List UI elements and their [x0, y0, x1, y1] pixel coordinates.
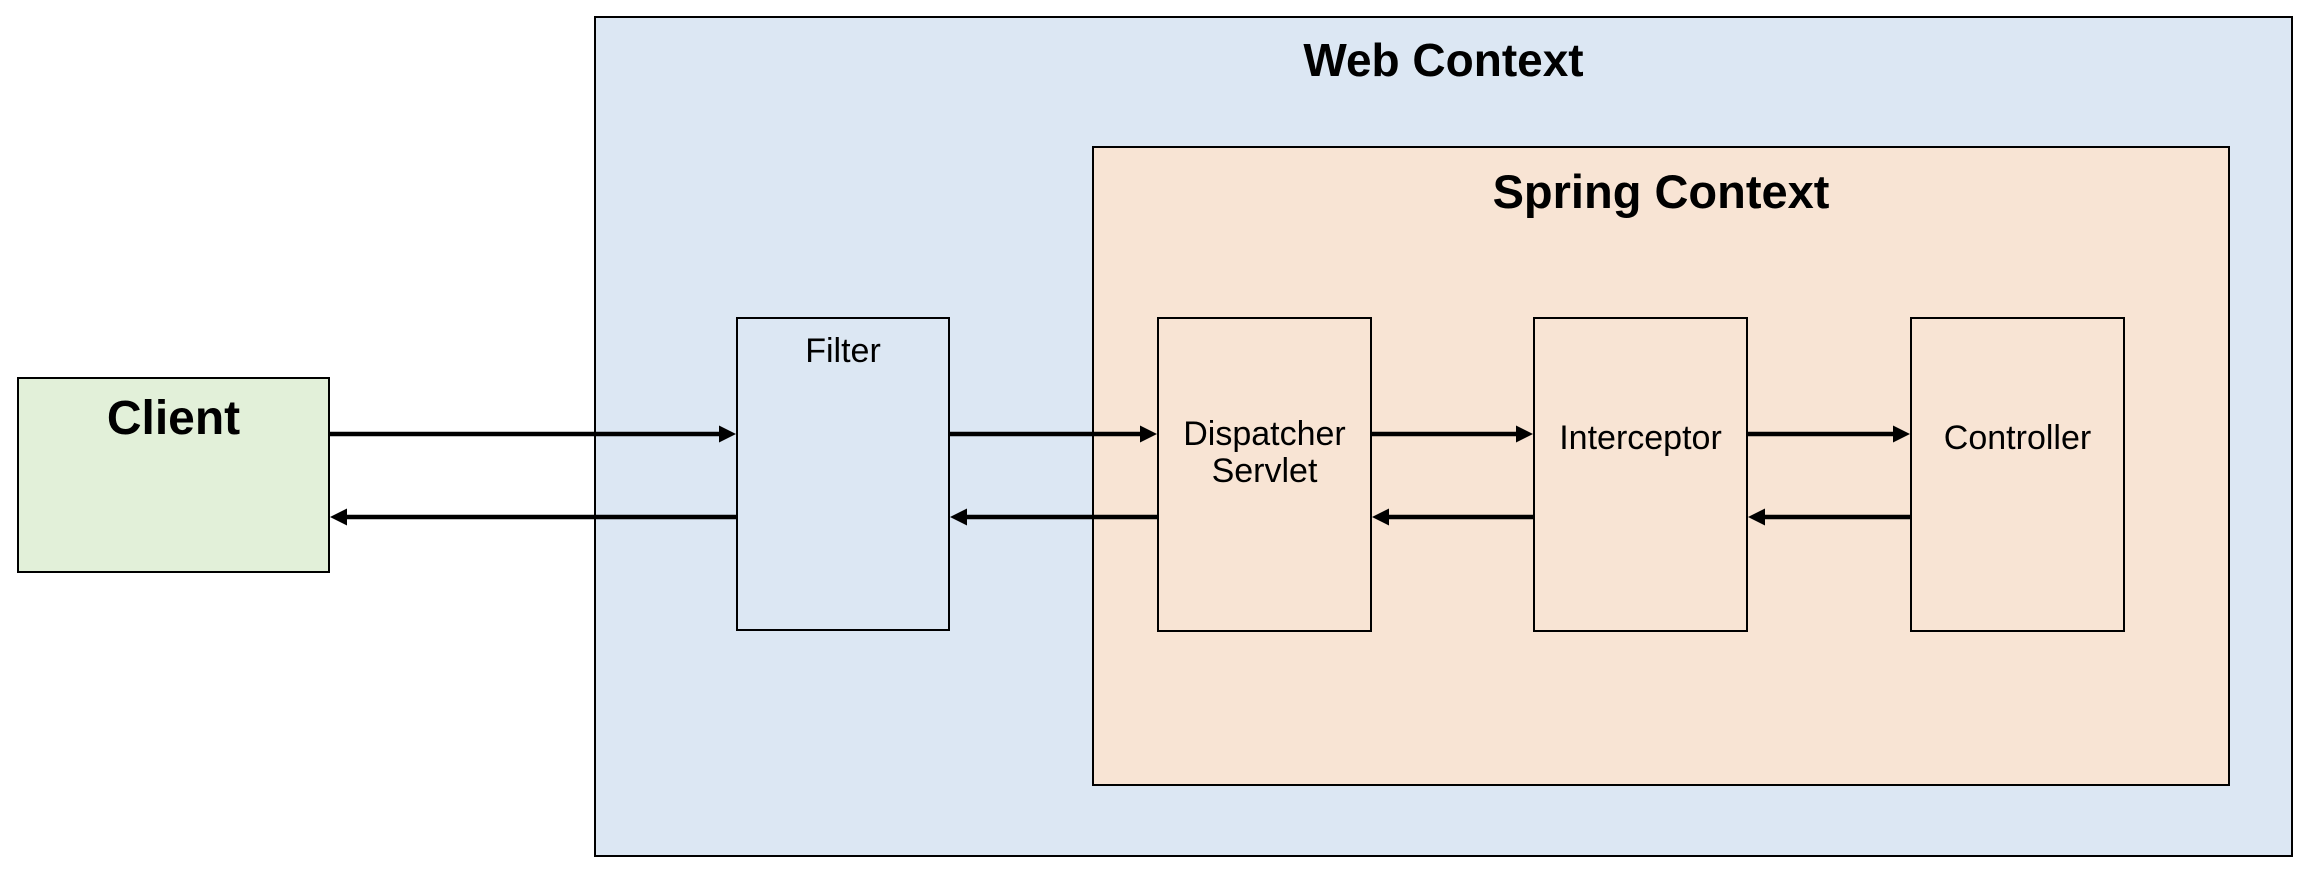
controller-node: Controller	[1910, 317, 2125, 632]
client-label: Client	[106, 392, 241, 445]
filter-node: Filter	[736, 317, 950, 631]
controller-label: Controller	[1943, 419, 2092, 457]
web-context-title: Web Context	[1303, 34, 1584, 86]
interceptor-label: Interceptor	[1559, 419, 1722, 457]
interceptor-node: Interceptor	[1533, 317, 1748, 632]
filter-label: Filter	[805, 332, 881, 370]
client-node: Client	[17, 377, 330, 573]
spring-context-title: Spring Context	[1492, 165, 1830, 218]
dispatcher-servlet-node: Dispatcher Servlet	[1157, 317, 1372, 632]
dispatcher-servlet-label: Dispatcher Servlet	[1183, 415, 1346, 490]
